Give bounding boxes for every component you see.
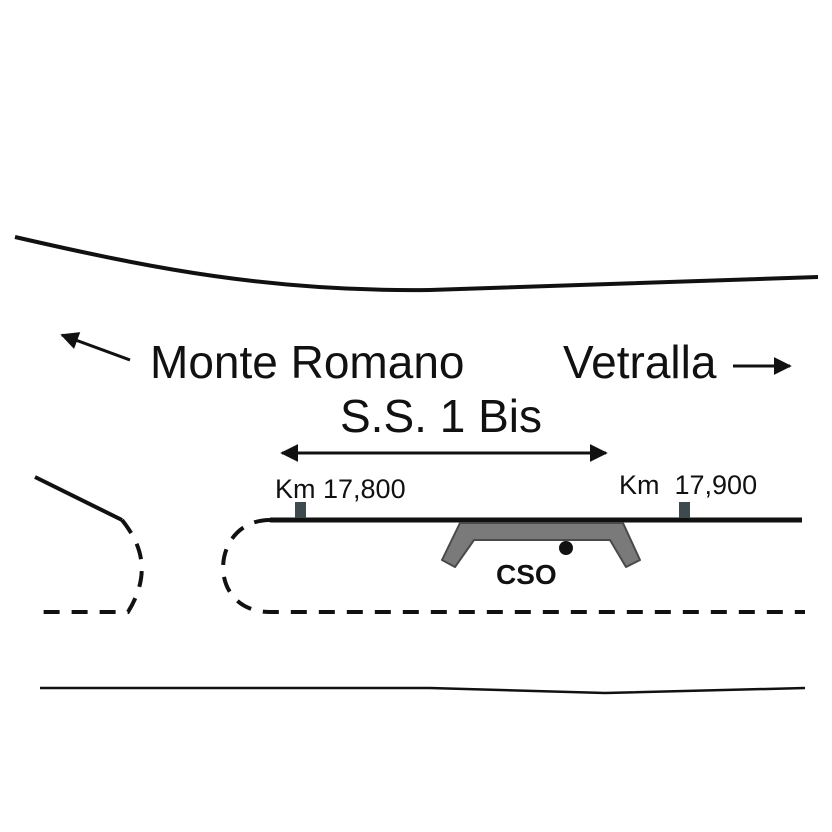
upper-road-edge [14,235,819,293]
km-marker-start [295,502,306,518]
label-road: S.S. 1 Bis [340,390,542,442]
left-junction-edge [34,475,123,522]
lower-road-edge [40,686,806,695]
left-junction-dashed [40,518,144,614]
label-cso: CSO [496,559,557,590]
structure-shape [441,522,641,568]
arrow-monte-romano [60,332,131,362]
cso-point [559,541,573,555]
label-vetralla: Vetralla [563,336,717,388]
label-km-start: Km 17,800 [275,474,406,504]
km-marker-end [679,502,690,518]
label-km-end: Km 17,900 [619,470,757,500]
label-monte-romano: Monte Romano [150,336,465,388]
